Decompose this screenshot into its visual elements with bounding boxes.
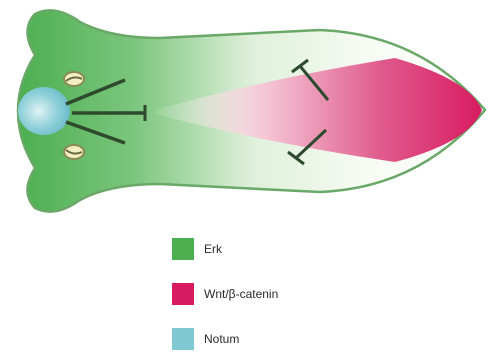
eye-top xyxy=(64,72,84,86)
wnt-swatch xyxy=(172,283,194,305)
legend-item-erk: Erk xyxy=(172,238,222,260)
legend-label-notum: Notum xyxy=(204,332,239,346)
planarian-signaling-diagram xyxy=(0,0,488,230)
erk-swatch xyxy=(172,238,194,260)
legend-label-erk: Erk xyxy=(204,242,222,256)
notum-anterior-pole xyxy=(18,87,70,135)
legend-item-wnt: Wnt/β-catenin xyxy=(172,283,278,305)
eye-bottom xyxy=(64,145,84,159)
notum-swatch xyxy=(172,328,194,350)
legend-label-wnt: Wnt/β-catenin xyxy=(204,287,278,301)
legend-item-notum: Notum xyxy=(172,328,239,350)
